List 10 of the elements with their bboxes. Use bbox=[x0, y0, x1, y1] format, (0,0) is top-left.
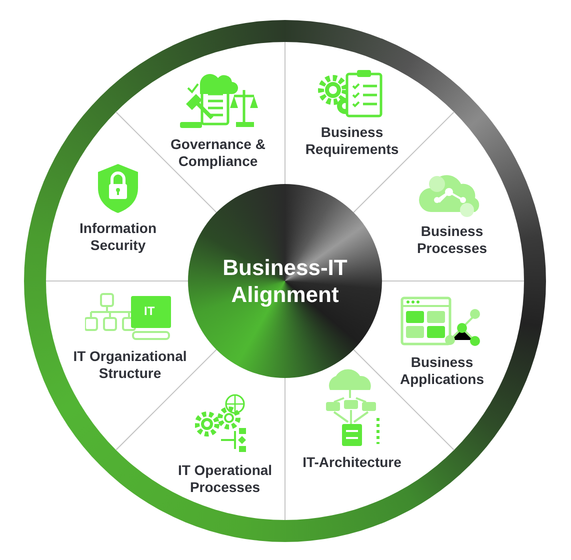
segment-label: Business Requirements bbox=[304, 124, 400, 158]
center-title: Business-IT Alignment bbox=[222, 254, 348, 308]
segment-label: Business Processes bbox=[416, 223, 488, 257]
segment-label: IT-Architecture bbox=[302, 454, 402, 471]
segment-label: Business Applications bbox=[398, 354, 485, 388]
segment-label: Governance & Compliance bbox=[170, 136, 266, 170]
monitor-label: IT bbox=[144, 304, 155, 318]
segment-label: IT Operational Processes bbox=[176, 462, 274, 496]
segment-label: IT Organizational Structure bbox=[72, 348, 188, 382]
segment-label: Information Security bbox=[78, 220, 158, 254]
